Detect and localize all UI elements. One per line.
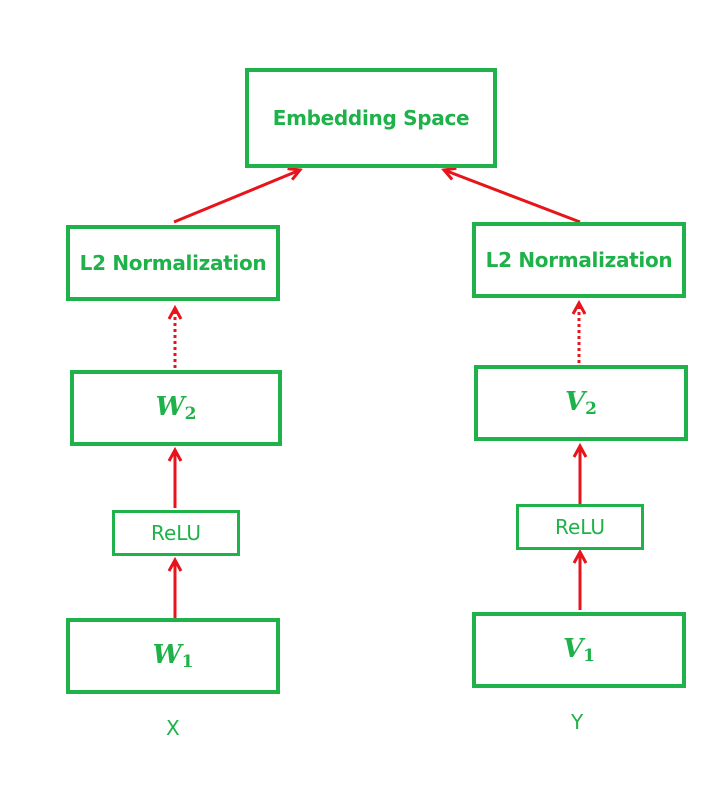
left-relu-node: ReLU — [112, 510, 240, 556]
left-w1-label: W1 — [152, 640, 194, 672]
right-relu-label: ReLU — [554, 515, 606, 539]
right-v1-node: V1 — [472, 612, 686, 688]
right-l2-normalization-label: L2 Normalization — [485, 248, 673, 272]
arrow-right-norm-to-embedding — [444, 170, 581, 224]
left-w2-node: W2 — [70, 370, 282, 446]
right-v2-node: V2 — [474, 365, 688, 441]
left-w2-label: W2 — [155, 392, 197, 424]
left-l2-normalization-node: L2 Normalization — [66, 225, 280, 301]
arrow-left-norm-to-embedding — [173, 170, 300, 224]
input-y-label: Y — [571, 710, 584, 734]
right-l2-normalization-node: L2 Normalization — [472, 222, 686, 298]
right-v1-label: V1 — [562, 634, 596, 666]
right-v2-label: V2 — [564, 387, 598, 419]
left-l2-normalization-label: L2 Normalization — [79, 251, 267, 275]
embedding-space-label: Embedding Space — [272, 106, 470, 130]
embedding-space-node: Embedding Space — [245, 68, 497, 168]
left-w1-node: W1 — [66, 618, 280, 694]
input-x-label: X — [166, 716, 180, 740]
left-relu-label: ReLU — [150, 521, 202, 545]
right-relu-node: ReLU — [516, 504, 644, 550]
